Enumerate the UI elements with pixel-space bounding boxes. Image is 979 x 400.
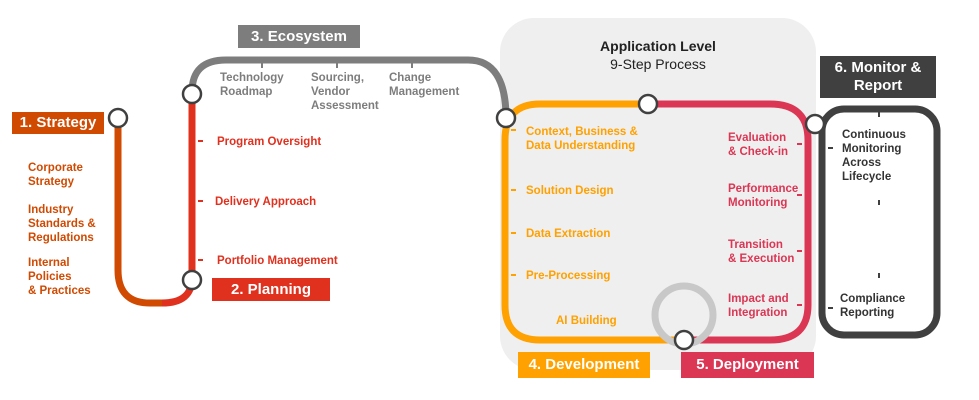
ecosystem-track [188,56,510,119]
monitor-track [818,105,941,339]
deployment-item: Performance Monitoring [728,183,799,209]
deployment-item: Evaluation & Check-in [728,132,789,158]
strategy-track [114,118,162,307]
deployment-label: 5. Deployment [681,352,814,378]
deployment-item: Transition & Execution [728,239,795,265]
ecosystem-item: Technology Roadmap [220,72,284,98]
deployment-track [648,100,812,344]
stop-node-loop [673,329,695,351]
strategy-label: 1. Strategy [12,112,104,134]
development-track [501,100,684,344]
development-item: Data Extraction [526,228,611,240]
development-label: 4. Development [518,352,650,378]
planning-label: 2. Planning [212,278,330,301]
monitor-label: 6. Monitor & Report [820,56,936,98]
application-level-subtitle: 9-Step Process [610,56,706,72]
deployment-ticks [797,143,802,306]
development-item: Solution Design [526,185,614,197]
monitor-ticks [828,112,880,309]
strategy-item: Internal Policies & Practices [28,257,91,297]
stop-node-deployment-start [637,93,659,115]
monitor-item: Compliance Reporting [840,293,906,319]
ecosystem-label: 3. Ecosystem [238,25,360,48]
planning-item: Portfolio Management [217,255,338,267]
monitor-item: Continuous Monitoring Across Lifecycle [842,129,906,183]
stop-node-monitor-start [804,113,826,135]
strategy-item: Corporate Strategy [28,162,83,188]
planning-item: Delivery Approach [215,196,317,208]
development-item: Context, Business & Data Understanding [526,126,638,152]
ecosystem-item: Sourcing, Vendor Assessment [311,72,379,112]
stop-node-strategy [107,107,129,129]
stop-node-planning-start [181,269,203,291]
development-item: Pre-Processing [526,270,611,282]
development-item: AI Building [556,315,617,327]
ecosystem-ticks [261,63,413,68]
development-ticks [511,129,516,276]
strategy-item: Industry Standards & Regulations [28,204,96,244]
application-level-title: Application Level [600,38,716,54]
planning-ticks [198,140,203,261]
stop-node-development-start [495,107,517,129]
deployment-item: Impact and Integration [728,293,789,319]
stop-node-ecosystem-start [181,83,203,105]
planning-item: Program Oversight [217,136,322,148]
ecosystem-item: Change Management [389,72,460,98]
